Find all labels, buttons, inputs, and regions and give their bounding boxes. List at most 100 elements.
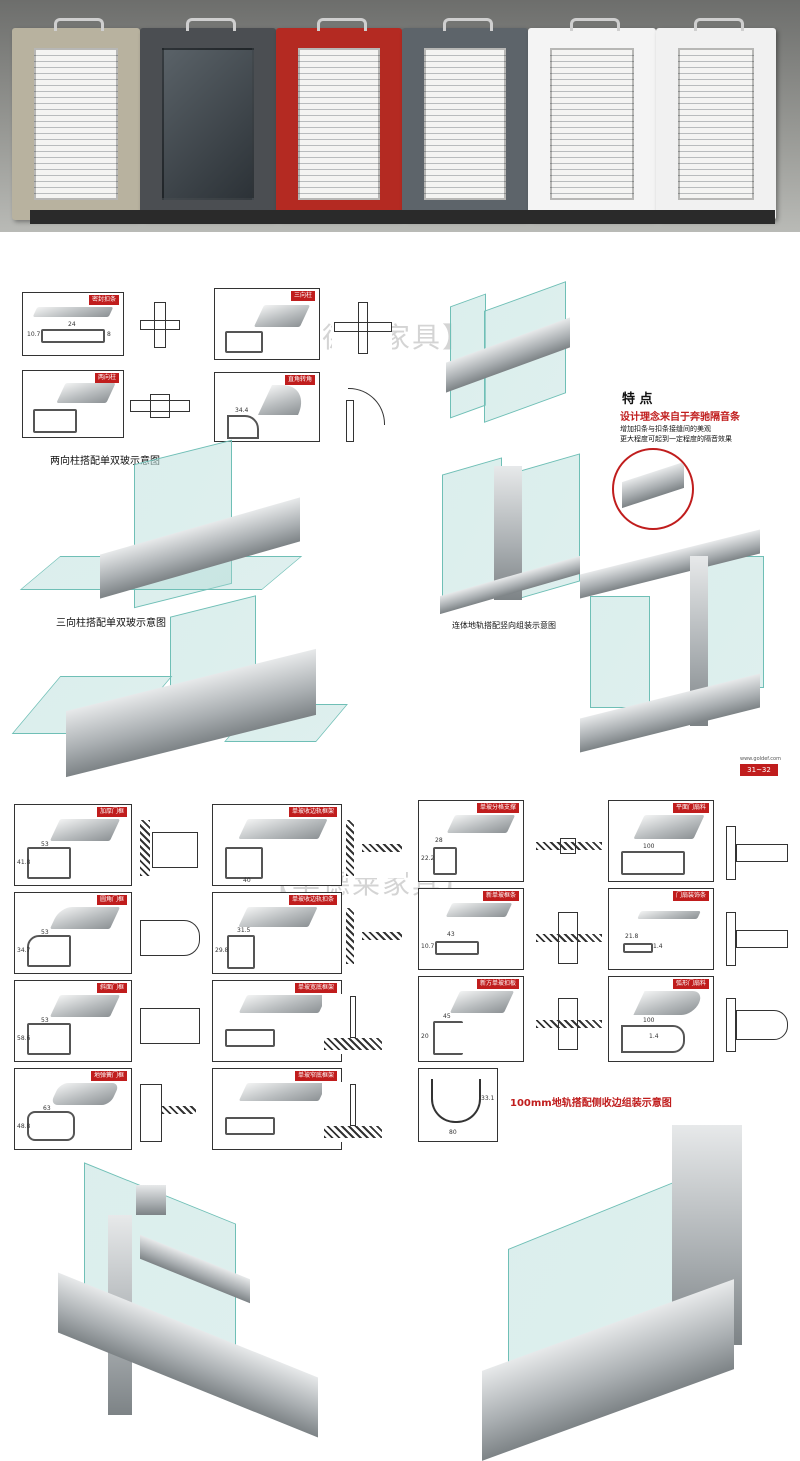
assembly-section <box>138 818 204 878</box>
dimension-label: 20 <box>421 1033 429 1040</box>
diagram-caption: 100mm地轨搭配侧收边组装示意图 <box>510 1098 672 1109</box>
profile-card: 单玻分格支撑 28 22.2 <box>418 800 524 882</box>
profile-tag: 单玻窄底框架 <box>294 1071 337 1081</box>
profile-3d <box>238 819 328 839</box>
profile-card-two-way-post: 两向柱 <box>22 370 124 438</box>
profile-3d <box>446 815 516 833</box>
dimension-label: 28 <box>435 837 443 844</box>
dimension-label: 29.8 <box>215 947 229 954</box>
assembly-section <box>328 384 388 444</box>
profile-3d <box>633 991 705 1015</box>
assembly-section <box>344 906 406 966</box>
feature-headline: 设计理念来自于奔驰隔音条 <box>620 412 740 423</box>
profile-tag: 单玻宽底框架 <box>294 983 337 993</box>
assembly-section <box>136 300 186 350</box>
dimension-label: 53 <box>41 841 49 848</box>
profile-section <box>33 409 77 433</box>
profile-section <box>27 1023 71 1055</box>
profile-3d <box>253 305 311 327</box>
feature-line: 增加扣条与扣条接缝间的美观 <box>620 425 711 433</box>
diagram-caption: 三向柱搭配单双玻示意图 <box>56 618 166 629</box>
profile-section <box>435 941 479 955</box>
door-sample-5 <box>528 18 656 220</box>
dimension-label: 53 <box>41 1017 49 1024</box>
site-url: www.goldef.com <box>740 756 781 762</box>
catalog-page-2: 【华德莱家具】 加厚门框 53 41.8 圆角门框 53 34.7 斜面门框 5… <box>0 798 800 1170</box>
assembly-renders <box>0 1125 800 1461</box>
door-sample-2 <box>140 18 276 220</box>
profile-card: 单玻宽底框架 <box>212 980 342 1062</box>
dimension-label: 10.7 <box>421 943 435 950</box>
assembly-section <box>138 994 204 1054</box>
u-channel-section <box>431 1079 481 1123</box>
dimension-label: 1.4 <box>649 1033 659 1040</box>
assembly-section <box>724 994 790 1054</box>
profile-3d <box>637 911 701 919</box>
profile-3d <box>238 1083 328 1101</box>
profile-card: 弧形门扇料 100 1.4 <box>608 976 714 1062</box>
profile-card: 平面门扇料 100 <box>608 800 714 882</box>
assembly-section <box>332 300 392 356</box>
u-channel-card: 80 33.1 <box>418 1068 498 1142</box>
display-base <box>30 210 775 224</box>
profile-card: 新单玻框条 43 10.7 <box>418 888 524 970</box>
dimension-label: 22.2 <box>421 855 435 862</box>
dimension-label: 34.4 <box>235 407 249 414</box>
profile-section <box>227 415 259 439</box>
profile-section <box>225 847 263 879</box>
profile-3d <box>32 307 114 317</box>
profile-tag: 地弹簧门框 <box>90 1071 127 1081</box>
dimension-label: 34.7 <box>17 947 31 954</box>
profile-section <box>225 1029 275 1047</box>
profile-section <box>27 1111 75 1141</box>
profile-tag: 密封扣条 <box>88 295 119 305</box>
door-sample-6 <box>656 18 776 220</box>
profile-tag: 新方单玻扣板 <box>476 979 519 989</box>
profile-section <box>225 1117 275 1135</box>
profile-3d <box>49 1083 121 1105</box>
profile-3d <box>238 995 328 1013</box>
profile-tag: 加厚门框 <box>96 807 127 817</box>
profile-section <box>623 943 653 953</box>
dimension-label: 31.5 <box>237 927 251 934</box>
glass-panel <box>590 596 650 708</box>
profile-tag: 平面门扇料 <box>672 803 709 813</box>
dimension-label: 21.8 <box>625 933 639 940</box>
assembly-section <box>724 908 790 968</box>
dimension-label: 63 <box>43 1105 51 1112</box>
page-number: 31~32 <box>740 764 778 776</box>
profile-3d <box>49 907 121 929</box>
profile-card-three-way-post: 三向柱 <box>214 288 320 360</box>
profile-3d <box>56 383 116 403</box>
dimension-label: 45 <box>443 1013 451 1020</box>
dimension-label: 48.8 <box>17 1123 31 1130</box>
profile-section <box>621 851 685 875</box>
profile-card-corner: 直角转角 34.4 <box>214 372 320 442</box>
profile-tag: 单玻收边轨扣条 <box>288 895 337 905</box>
profile-tag: 两向柱 <box>94 373 119 383</box>
profile-card: 单玻窄底框架 <box>212 1068 342 1150</box>
detail-zoom-circle <box>612 448 694 530</box>
dimension-label: 53 <box>41 929 49 936</box>
profile-3d <box>49 995 121 1017</box>
assembly-section <box>138 1082 204 1142</box>
feature-line: 更大程度可起到一定程度的隔音效果 <box>620 435 732 443</box>
profile-section <box>27 935 71 967</box>
profile-3d <box>449 991 515 1013</box>
dimension-label: 33.1 <box>481 1095 495 1102</box>
aluminum-post-top <box>136 1185 166 1215</box>
assembly-section <box>128 386 190 426</box>
dimension-label: 100 <box>643 843 655 850</box>
diagram-caption: 连体地轨搭配竖向组装示意图 <box>452 621 556 630</box>
profile-section <box>27 847 71 879</box>
profile-tag: 门扇装饰条 <box>672 891 709 901</box>
assembly-section <box>534 994 604 1054</box>
assembly-section <box>344 818 406 878</box>
profile-tag: 三向柱 <box>290 291 315 301</box>
profile-section <box>621 1025 685 1053</box>
profile-tag: 单玻收边轨框架 <box>288 807 337 817</box>
catalog-page-1: 【华德莱家具】 密封扣条 24 10.7 8 三向柱 两向柱 直角转角 34.4 <box>0 256 800 778</box>
product-photo <box>0 0 800 232</box>
profile-tag: 斜面门框 <box>96 983 127 993</box>
dimension-label: 24 <box>68 321 76 328</box>
